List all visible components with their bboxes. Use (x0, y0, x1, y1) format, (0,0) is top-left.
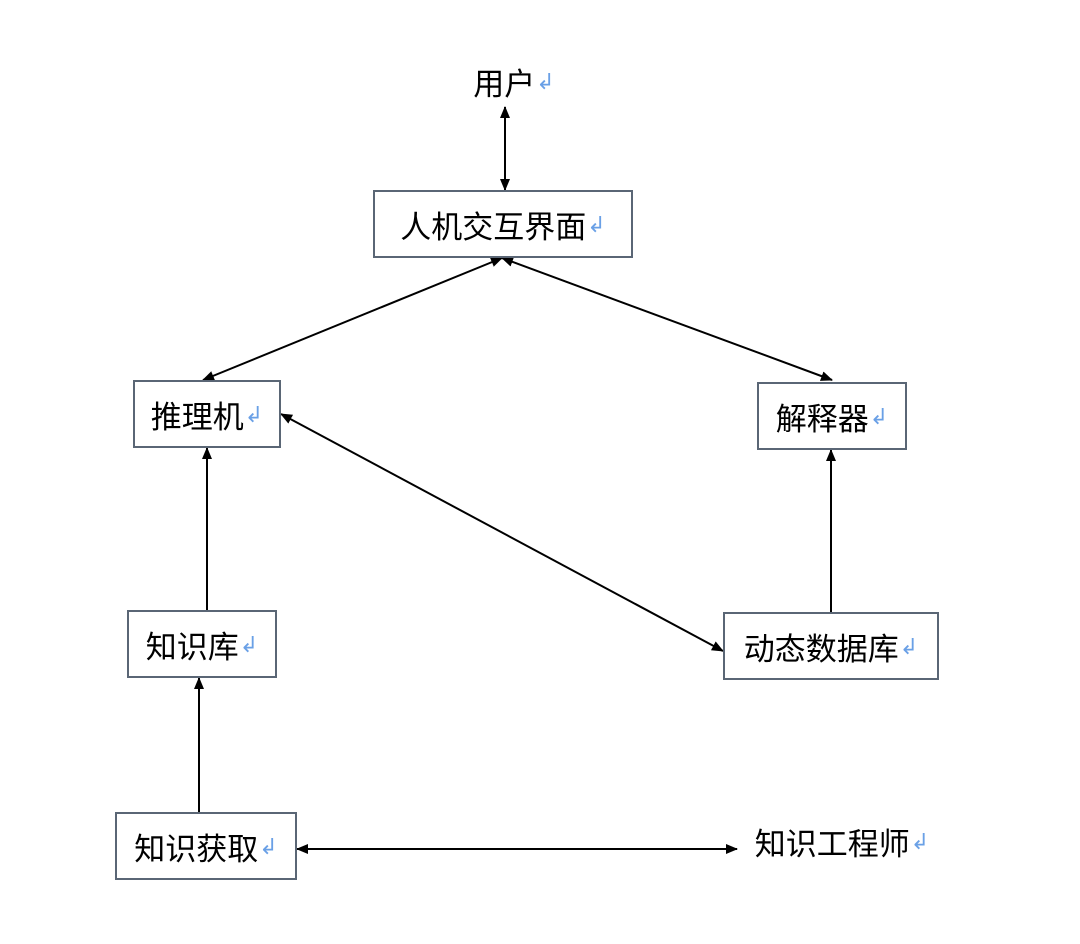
paragraph-mark-icon: ↲ (587, 212, 606, 238)
node-inference: 推理机↲ (133, 380, 281, 448)
paragraph-mark-icon: ↲ (910, 829, 930, 855)
paragraph-mark-icon: ↲ (244, 402, 264, 428)
edge-inference-dyndb (280, 413, 724, 652)
node-knowledge-base-label: 知识库 (145, 629, 239, 666)
node-knowledge-acquisition-label: 知识获取 (134, 831, 259, 868)
node-explainer: 解释器↲ (757, 382, 907, 450)
node-hci: 人机交互界面↲ (373, 190, 633, 258)
node-knowledge-acquisition: 知识获取↲ (115, 812, 297, 880)
node-dynamic-database-label: 动态数据库 (743, 631, 899, 668)
node-knowledge-engineer-label: 知识工程师 (754, 826, 910, 863)
node-user: 用户↲ (466, 58, 562, 104)
node-knowledge-engineer: 知识工程师↲ (742, 818, 942, 864)
edge-hci-explainer (501, 257, 833, 381)
node-dynamic-database: 动态数据库↲ (723, 612, 939, 680)
paragraph-mark-icon: ↲ (239, 632, 259, 658)
edge-hci-inference (202, 257, 503, 381)
paragraph-mark-icon: ↲ (536, 69, 555, 95)
node-knowledge-base: 知识库↲ (127, 610, 277, 678)
paragraph-mark-icon: ↲ (869, 404, 889, 430)
paragraph-mark-icon: ↲ (259, 834, 278, 860)
node-hci-label: 人机交互界面 (400, 209, 587, 246)
node-inference-label: 推理机 (150, 399, 244, 436)
node-explainer-label: 解释器 (775, 401, 869, 438)
paragraph-mark-icon: ↲ (899, 634, 919, 660)
node-user-label: 用户 (473, 66, 536, 103)
